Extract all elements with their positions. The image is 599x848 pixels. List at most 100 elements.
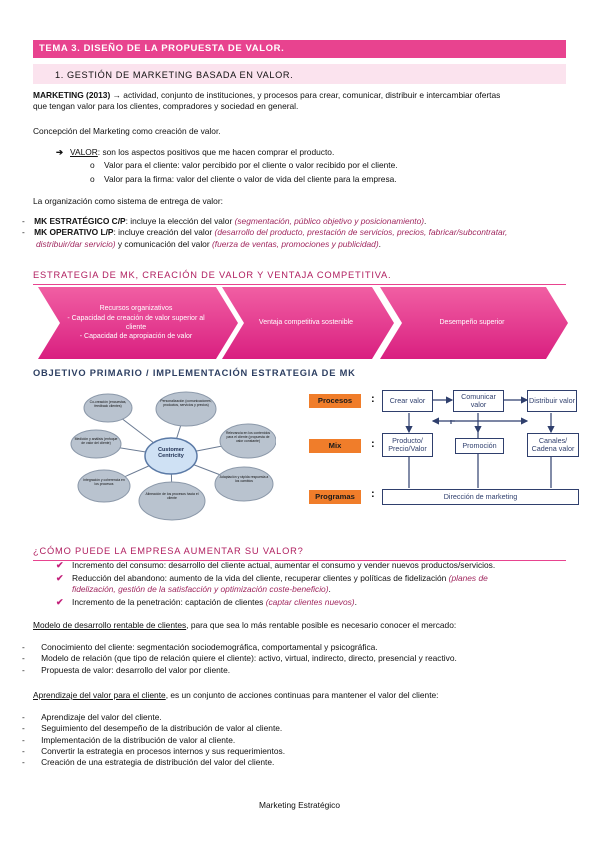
- mk-operativo-italic3: (fuerza de ventas, promociones y publici…: [211, 238, 379, 249]
- modelo-item-2: - Modelo de relación (que tipo de relaci…: [22, 653, 572, 664]
- aprendizaje-item-5: - Creación de una estrategia de distribu…: [22, 757, 572, 768]
- bubble-medicion: [70, 429, 122, 459]
- aumento-3-italic: (captar clientes nuevos): [265, 597, 355, 607]
- bubble-cocreacion: [83, 393, 133, 423]
- bubble-label-5: Integración y coherencia en los procesos: [83, 478, 125, 487]
- aumento-2-text: : aumento de la vida del cliente, recupe…: [164, 573, 449, 583]
- aumento-3-text: : captación de clientes: [180, 597, 266, 607]
- colon-procesos: :: [371, 393, 375, 405]
- check-icon: ✔: [56, 560, 64, 570]
- aumento-item-2: Reducción del abandono: aumento de la vi…: [72, 573, 567, 596]
- como-heading: ¿CÓMO PUEDE LA EMPRESA AUMENTAR SU VALOR…: [33, 545, 566, 561]
- dash-bullet: -: [22, 642, 25, 652]
- aprendizaje-item-2: - Seguimiento del desempeño de la distri…: [22, 723, 572, 734]
- section-title: 1. GESTIÓN DE MARKETING BASADA EN VALOR.: [33, 64, 566, 84]
- marketing-definition: MARKETING (2013) → actividad, conjunto d…: [33, 90, 573, 113]
- modelo-item-3-text: Propuesta de valor: desarrollo del valor…: [41, 664, 231, 675]
- aumento-item-3: Incremento de la penetración: captación …: [72, 597, 567, 608]
- box-producto-precio: Producto/ Precio/Valor: [382, 433, 433, 457]
- bubble-label-3: Medición y análisis (enfoque de valor de…: [74, 437, 118, 446]
- aprendizaje-list: - Aprendizaje del valor del cliente. - S…: [22, 712, 572, 769]
- modelo-intro: Modelo de desarrollo rentable de cliente…: [33, 620, 573, 631]
- modelo-list: - Conocimiento del cliente: segmentación…: [22, 642, 572, 676]
- dash-bullet: -: [22, 734, 25, 745]
- mk-estrategico-italic: (segmentación, público objetivo y posici…: [234, 216, 425, 226]
- organizacion-text: La organización como sistema de entrega …: [33, 196, 223, 206]
- aprendizaje-item-4-text: Convertir la estrategia en procesos inte…: [41, 746, 286, 757]
- colon-programas: :: [371, 488, 375, 500]
- bubble-label-4: Relevancia en los contenidos para el cli…: [225, 431, 271, 444]
- marketing-process-diagram: Procesos Mix Programas : : : Crear valor…: [305, 388, 587, 508]
- marketing-def-line1: actividad, conjunto de instituciones, y …: [120, 90, 501, 100]
- period: .: [378, 238, 381, 249]
- box-canales: Canales/ Cadena valor: [527, 433, 579, 457]
- valor-label: VALOR: [70, 147, 98, 157]
- tag-programas: Programas: [309, 490, 361, 504]
- customer-centricity-diagram: Customer Centricity Co-creación (encuest…: [66, 391, 277, 521]
- check-icon: ✔: [56, 573, 64, 583]
- period: .: [328, 584, 331, 595]
- aumento-2-italic2: fidelización, gestión de la satisfacción…: [72, 584, 329, 595]
- chevron-ventaja: Ventaja competitiva sostenible: [222, 287, 394, 359]
- aprendizaje-item-3: - Implementación de la distribución de v…: [22, 735, 572, 746]
- aprendizaje-item-1: - Aprendizaje del valor del cliente.: [22, 712, 572, 723]
- modelo-item-1-text: Conocimiento del cliente: segmentación s…: [41, 642, 378, 652]
- mk-operativo-text2: y comunicación del valor: [115, 238, 212, 249]
- arrow-icon: →: [112, 90, 121, 100]
- aprendizaje-item-5-text: Creación de una estrategia de distribuci…: [41, 757, 275, 768]
- aumento-3-label: Incremento de la penetración: [72, 597, 181, 607]
- aumento-2-italic: (planes de: [448, 573, 488, 583]
- modelo-item-1: - Conocimiento del cliente: segmentación…: [22, 642, 572, 653]
- bubble-integracion: [77, 469, 131, 503]
- mk-estrategico-text: : incluye la elección del valor: [125, 216, 235, 226]
- bubble-alineacion: [138, 481, 206, 521]
- modelo-title: Modelo de desarrollo rentable de cliente…: [33, 620, 187, 630]
- mk-operativo-italic2: distribuir/dar servicio): [36, 238, 116, 249]
- aprendizaje-item-2-text: Seguimiento del desempeño de la distribu…: [41, 723, 283, 734]
- dash-bullet: -: [22, 664, 25, 675]
- aprendizaje-title: Aprendizaje del valor para el cliente: [33, 690, 166, 700]
- tag-mix: Mix: [309, 439, 361, 453]
- arrow-bullet-icon: ➔: [56, 147, 64, 157]
- aumento-1-label: Incremento del consumo: [72, 560, 164, 570]
- dash-bullet: -: [22, 653, 25, 664]
- check-icon: ✔: [56, 597, 64, 607]
- box-comunicar-valor: Comunicar valor: [453, 390, 504, 412]
- colon-mix: :: [371, 438, 375, 450]
- dash-bullet: -: [22, 757, 25, 768]
- mk-estrategico-item: - MK ESTRATÉGICO C/P: incluye la elecció…: [22, 216, 572, 227]
- mk-estrategico-label: MK ESTRATÉGICO C/P: [34, 216, 126, 226]
- aumento-item-1: Incremento del consumo: desarrollo del c…: [72, 560, 567, 571]
- bubble-label-1: Co-creación (encuestas, feedback cliente…: [89, 400, 127, 409]
- bubble-center-label: Customer Centricity: [157, 447, 185, 460]
- box-crear-valor: Crear valor: [382, 390, 433, 412]
- bubble-center: [144, 437, 198, 475]
- concepcion-text: Concepción del Marketing como creación d…: [33, 126, 221, 136]
- valor-sub-text-2: Valor para la firma: valor del cliente o…: [103, 173, 397, 184]
- box-direccion-marketing: Dirección de marketing: [382, 489, 579, 505]
- chevron-desempeno-label: Desempeño superior: [439, 319, 505, 327]
- chevron-recursos-title: Recursos organizativos: [99, 305, 173, 313]
- mk-operativo-italic1: (desarrollo del producto, prestación de …: [214, 227, 508, 238]
- modelo-text: , para que sea lo más rentable posible e…: [186, 620, 457, 630]
- marketing-term: MARKETING (2013): [33, 90, 111, 100]
- aprendizaje-text: , es un conjunto de acciones continuas p…: [165, 690, 439, 700]
- box-distribuir-valor: Distribuir valor: [527, 390, 577, 412]
- estrategia-heading: ESTRATEGIA DE MK, CREACIÓN DE VALOR Y VE…: [33, 269, 566, 285]
- dash-bullet: -: [22, 746, 25, 757]
- mk-operativo-text: : incluye creación del valor: [113, 227, 215, 238]
- box-promocion: Promoción: [455, 438, 504, 454]
- chevron-recursos: Recursos organizativos - Capacidad de cr…: [38, 287, 238, 359]
- modelo-item-2-text: Modelo de relación (que tipo de relación…: [41, 653, 457, 664]
- chevron-shape: [222, 287, 394, 359]
- bubble-diagram-svg: [70, 391, 277, 521]
- aprendizaje-item-3-text: Implementación de la distribución de val…: [41, 734, 236, 745]
- dash-bullet: -: [22, 216, 25, 226]
- dash-bullet: -: [22, 712, 25, 722]
- chevron-shape: [380, 287, 568, 359]
- bubble-label-7: Alineación de los procesos hacia el clie…: [145, 492, 199, 501]
- period: .: [354, 597, 357, 607]
- marketing-def-line2: que tengan valor para los clientes, comp…: [33, 101, 299, 112]
- modelo-item-3: - Propuesta de valor: desarrollo del val…: [22, 665, 572, 676]
- topic-title: TEMA 3. DISEÑO DE LA PROPUESTA DE VALOR.: [33, 40, 566, 58]
